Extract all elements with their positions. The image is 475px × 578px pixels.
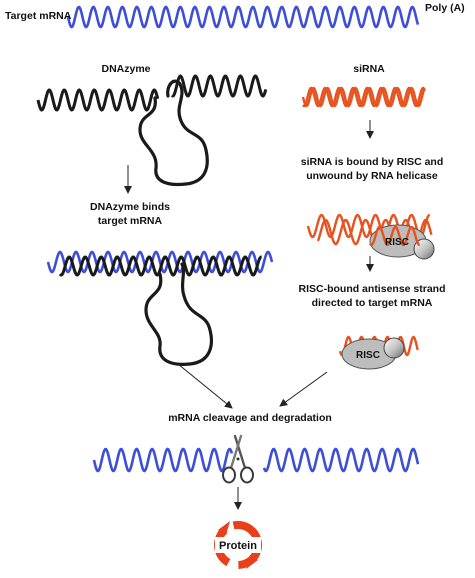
target-mrna-strand <box>66 5 420 29</box>
sirna-bound-caption-1: siRNA is bound by RISC and <box>300 156 444 168</box>
dnazyme-right-arm <box>170 74 268 98</box>
scissors-icon <box>222 434 254 484</box>
target-mrna-label: Target mRNA <box>5 10 72 22</box>
sirna-strand-sense <box>301 86 426 108</box>
cleaved-mrna-left <box>92 447 234 473</box>
sirna-strand-antisense <box>302 86 426 108</box>
protein-label: Protein <box>219 540 257 552</box>
bound-dnazyme-arms <box>58 255 262 277</box>
arrow-converge-left <box>177 363 233 409</box>
risc-antisense-caption-2: directed to target mRNA <box>311 297 433 309</box>
bound-dnazyme-loop <box>144 262 213 366</box>
risc-label-bound: RISC <box>356 350 380 361</box>
bound-target-mrna <box>46 250 274 274</box>
arrow-converge-right <box>279 371 328 407</box>
sirna-bound-caption-2: unwound by RNA helicase <box>306 170 438 182</box>
risc-antisense-caption-1: RISC-bound antisense strand <box>298 283 446 295</box>
dnazyme-title: DNAzyme <box>101 63 151 75</box>
cleaved-mrna-right <box>262 447 420 473</box>
rna-helicase-ball-bound <box>383 337 405 359</box>
dnazyme-binds-caption-1: DNAzyme binds <box>90 201 170 213</box>
poly-a-label: Poly (A) <box>425 2 465 14</box>
recycle-arrows-icon <box>214 521 262 569</box>
sirna-unwinding-strand-a <box>306 213 430 239</box>
dnazyme-left-arm <box>36 88 160 112</box>
dnazyme-binds-caption-2: target mRNA <box>97 215 163 227</box>
dnazyme-catalytic-loop <box>138 79 209 187</box>
sirna-title: siRNA <box>353 63 385 75</box>
sirna-unwinding-strand-over <box>369 225 420 247</box>
risc-label: RISC <box>385 237 409 248</box>
cleavage-caption: mRNA cleavage and degradation <box>168 412 332 424</box>
